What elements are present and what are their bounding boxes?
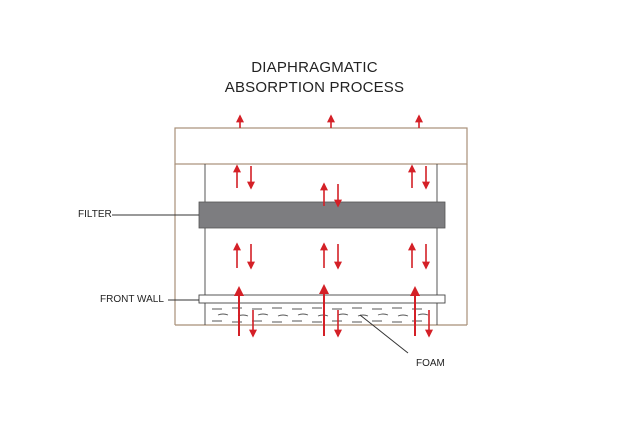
title-line-2: ABSORPTION PROCESS	[224, 79, 405, 96]
foam-leader-line	[359, 314, 409, 354]
diagram-title: DIAPHRAGMATIC ABSORPTION PROCESS	[0, 58, 629, 98]
foam-layer	[212, 307, 429, 323]
top-housing	[174, 127, 468, 165]
filter-label: FILTER	[78, 209, 112, 220]
title-line-1: DIAPHRAGMATIC	[251, 59, 378, 76]
front-wall-panel	[198, 294, 446, 304]
filter-panel	[198, 201, 446, 229]
foam-label: FOAM	[416, 358, 445, 369]
front-wall-label: FRONT WALL	[100, 294, 164, 305]
airflow-arrows	[233, 114, 433, 338]
